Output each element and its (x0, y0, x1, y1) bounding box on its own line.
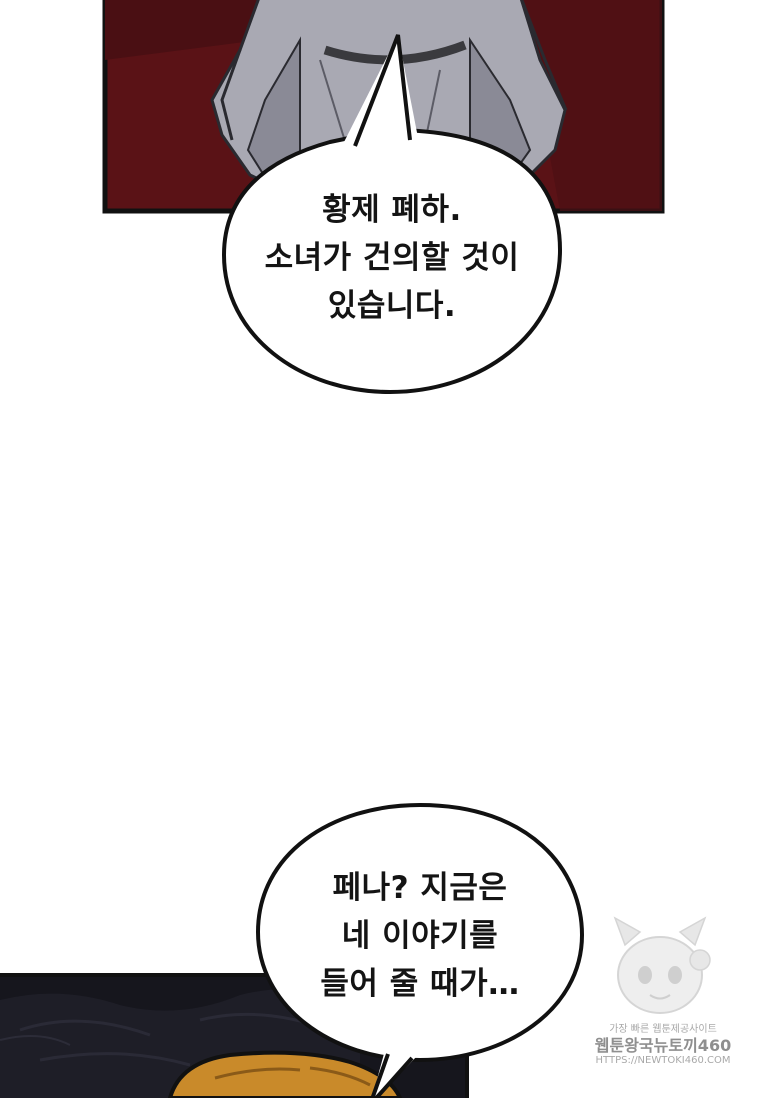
bottom-bubble-text: 페나? 지금은 네 이야기를 들어 줄 때가… (258, 864, 582, 1008)
watermark-mascot (613, 916, 711, 1014)
watermark-url: HTTPS://NEWTOKI460.COM (595, 1055, 731, 1066)
top-bubble-line: 소녀가 건의할 것이 (264, 240, 520, 276)
top-bubble-line: 황제 폐하. (322, 192, 462, 228)
bottom-bubble-line: 페나? 지금은 (332, 870, 508, 906)
bottom-bubble-line: 네 이야기를 (341, 918, 499, 954)
bottom-speech-bubble (255, 802, 585, 1098)
site-watermark: 가장 빠른 웹툰제공사이트 웹툰왕국뉴토끼460 HTTPS://NEWTOKI… (593, 1024, 733, 1067)
watermark-tagline: 가장 빠른 웹툰제공사이트 (609, 1024, 717, 1035)
bottom-bubble-line: 들어 줄 때가… (320, 966, 520, 1002)
top-bubble-text: 황제 폐하. 소녀가 건의할 것이 있습니다. (224, 186, 560, 330)
top-bubble-line: 있습니다. (327, 288, 457, 324)
watermark-site-name: 웹툰왕국뉴토끼460 (594, 1036, 732, 1055)
top-speech-bubble (221, 34, 563, 395)
